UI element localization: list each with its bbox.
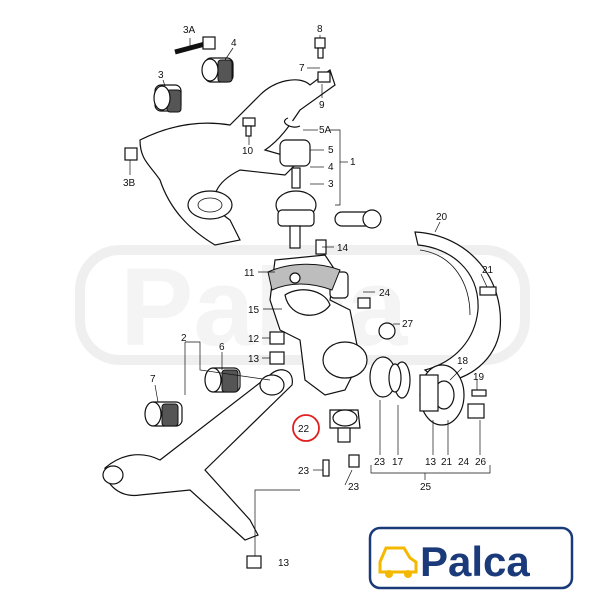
wheel-hub (419, 364, 465, 426)
bolt-19 (471, 389, 487, 397)
label-3A: 3A (183, 25, 196, 36)
steering-knuckle (269, 254, 368, 396)
label-1: 1 (350, 157, 356, 168)
shim-11 (267, 263, 341, 291)
nut-13-lower (246, 555, 262, 569)
label-11: 11 (244, 268, 255, 279)
label-25: 25 (420, 482, 432, 493)
label-4-mid: 4 (328, 162, 334, 173)
palca-logo: Palca (368, 526, 574, 590)
nut-3B (124, 147, 138, 161)
bolt-8 (314, 37, 326, 59)
seal-27 (378, 322, 396, 340)
label-21-top: 21 (482, 265, 494, 276)
bottom-label-21: 21 (441, 457, 453, 468)
bolt-3A (174, 36, 216, 55)
tie-rod-end (315, 209, 382, 255)
label-7-low: 7 (150, 374, 156, 385)
label-15: 15 (248, 305, 260, 316)
label-19: 19 (473, 372, 485, 383)
callout-labels: 3A 8 4 3 7 9 5A 5 4 3 1 10 3B 14 20 11 2… (123, 24, 494, 569)
label-13-bottom: 13 (278, 558, 290, 569)
label-13-mid: 13 (248, 354, 260, 365)
bottom-label-23: 23 (374, 457, 386, 468)
nut-9 (317, 71, 331, 83)
label-3-mid: 3 (328, 179, 334, 190)
bottom-label-26: 26 (475, 457, 487, 468)
nut-24 (357, 297, 371, 309)
shim-11-hole (289, 272, 301, 284)
label-20: 20 (436, 212, 448, 223)
label-10: 10 (242, 146, 254, 157)
label-5: 5 (328, 145, 334, 156)
wheel-bearing (369, 356, 411, 399)
lower-bushing-7 (144, 401, 183, 427)
bolt-21-upper (479, 286, 497, 296)
label-6: 6 (219, 342, 225, 353)
label-8: 8 (317, 24, 323, 35)
label-5A: 5A (319, 125, 332, 136)
nut-13-upper (269, 351, 285, 365)
leader-lines (129, 35, 491, 556)
label-4-top: 4 (231, 38, 237, 49)
brand-name: Palca (420, 538, 530, 585)
upper-bushing-4 (201, 57, 234, 83)
bolt-10 (242, 117, 256, 137)
nut-12 (269, 331, 285, 345)
label-3-top: 3 (158, 70, 164, 81)
lower-control-arm (102, 369, 293, 541)
label-12: 12 (248, 334, 260, 345)
label-22: 22 (298, 424, 310, 435)
upper-bushing-3 (153, 84, 182, 113)
label-14: 14 (337, 243, 349, 254)
label-7-top: 7 (299, 63, 305, 74)
label-27: 27 (402, 319, 414, 330)
bottom-label-24: 24 (458, 457, 470, 468)
label-2: 2 (181, 333, 187, 344)
label-24: 24 (379, 288, 391, 299)
lower-bushing-6 (204, 367, 241, 393)
label-3B: 3B (123, 178, 136, 189)
bottom-label-17: 17 (392, 457, 404, 468)
label-9: 9 (319, 100, 325, 111)
label-23-lower: 23 (348, 482, 360, 493)
part-22-highlight (292, 414, 320, 442)
bolt-26 (467, 403, 485, 419)
car-icon (378, 546, 418, 578)
label-18: 18 (457, 356, 469, 367)
upper-ball-joint (275, 117, 317, 249)
bottom-label-13: 13 (425, 457, 437, 468)
lower-ball-joint (322, 409, 361, 477)
label-23-left: 23 (298, 466, 310, 477)
